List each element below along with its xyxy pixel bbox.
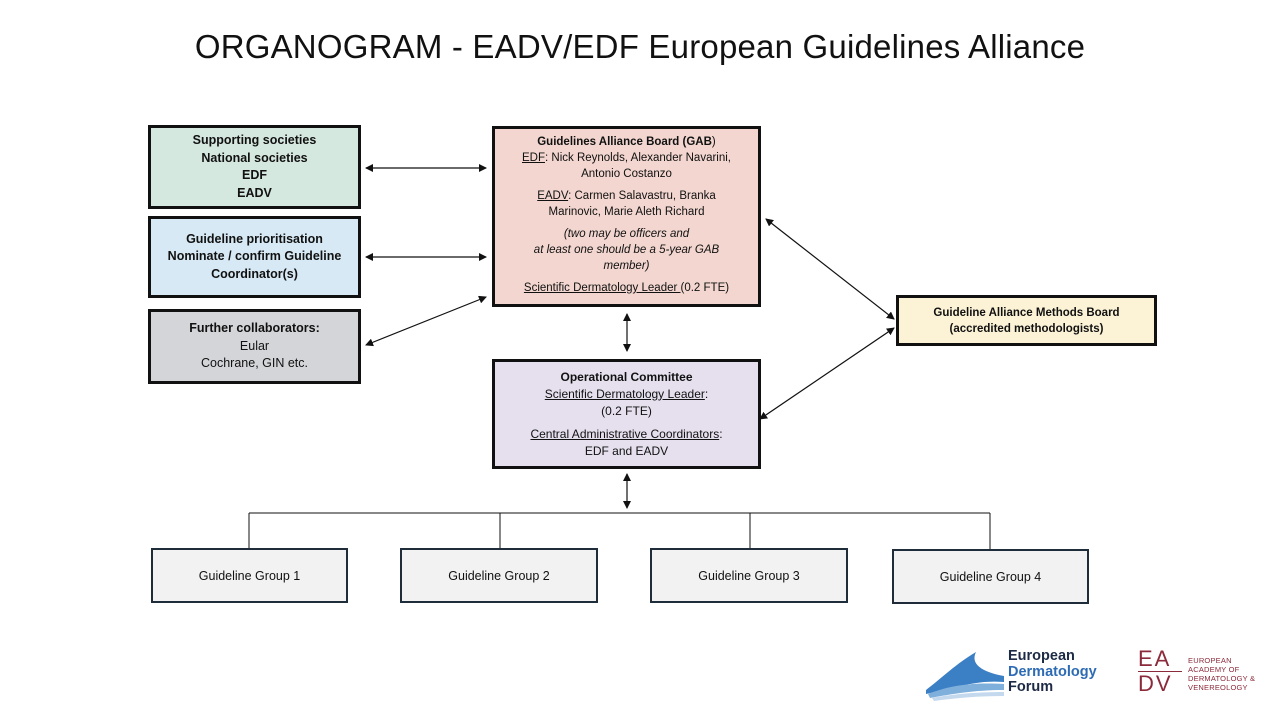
gab-eadv-members: EADV: Carmen Salavastru, Branka Marinovi… xyxy=(537,190,716,218)
page-title: ORGANOGRAM - EADV/EDF European Guideline… xyxy=(194,28,1086,65)
guideline-group-2: Guideline Group 2 xyxy=(400,548,598,603)
prioritisation-line: Coordinator(s) xyxy=(211,266,298,281)
prioritisation-line: Nominate / confirm Guideline xyxy=(167,249,342,264)
arrow-further-gab xyxy=(365,295,487,347)
gab-heading: Guidelines Alliance Board (GAB) xyxy=(537,136,716,148)
supporting-line: National societies xyxy=(201,150,308,165)
supporting-line: EDF xyxy=(242,168,267,182)
operational-admin-value: EDF and EADV xyxy=(584,443,669,458)
operational-heading: Operational Committee xyxy=(560,369,693,384)
guideline-group-4: Guideline Group 4 xyxy=(892,549,1089,604)
edf-wave-icon xyxy=(926,652,1004,701)
eadv-logo-text: EUROPEAN ACADEMY OF DERMATOLOGY & VENERE… xyxy=(1188,656,1256,692)
guideline-group-1: Guideline Group 1 xyxy=(151,548,348,603)
further-heading: Further collaborators: xyxy=(189,321,320,336)
gab-edf-members: EDF: Nick Reynolds, Alexander Navarini, … xyxy=(522,152,731,180)
prioritisation-line: Guideline prioritisation xyxy=(186,231,323,246)
further-line: Eular xyxy=(239,338,270,353)
arrow-gab-methods xyxy=(765,218,895,320)
operational-admin: Central Administrative Coordinators: xyxy=(530,426,723,441)
methods-board-box: Guideline Alliance Methods Board (accred… xyxy=(896,295,1157,346)
operational-leader: Scientific Dermatology Leader: xyxy=(544,386,709,401)
guideline-group-3: Guideline Group 3 xyxy=(650,548,848,603)
supporting-line: Supporting societies xyxy=(192,133,317,147)
operational-committee-box: Operational Committee Scientific Dermato… xyxy=(492,359,761,469)
eadv-logo: EA DV EUROPEAN ACADEMY OF DERMATOLOGY & … xyxy=(1136,646,1276,700)
supporting-societies-box: Supporting societies National societies … xyxy=(148,125,361,209)
methods-line: (accredited methodologists) xyxy=(949,322,1104,335)
edf-logo-text: European Dermatology Forum xyxy=(1008,648,1097,695)
edf-logo: European Dermatology Forum xyxy=(922,646,1122,702)
guidelines-alliance-board-box: Guidelines Alliance Board (GAB) EDF: Nic… xyxy=(492,126,761,307)
eadv-monogram-icon: EA DV xyxy=(1136,646,1184,696)
guideline-prioritisation-box: Guideline prioritisation Nominate / conf… xyxy=(148,216,361,298)
gab-leader: Scientific Dermatology Leader (0.2 FTE) xyxy=(523,282,730,294)
further-collaborators-box: Further collaborators: Eular Cochrane, G… xyxy=(148,309,361,384)
methods-line: Guideline Alliance Methods Board xyxy=(933,306,1120,319)
supporting-line: EADV xyxy=(237,185,272,200)
operational-leader-fte: (0.2 FTE) xyxy=(601,403,652,418)
arrow-operational-methods xyxy=(759,327,895,420)
further-line: Cochrane, GIN etc. xyxy=(201,356,308,371)
gab-note: (two may be officers and at least one sh… xyxy=(533,228,720,272)
